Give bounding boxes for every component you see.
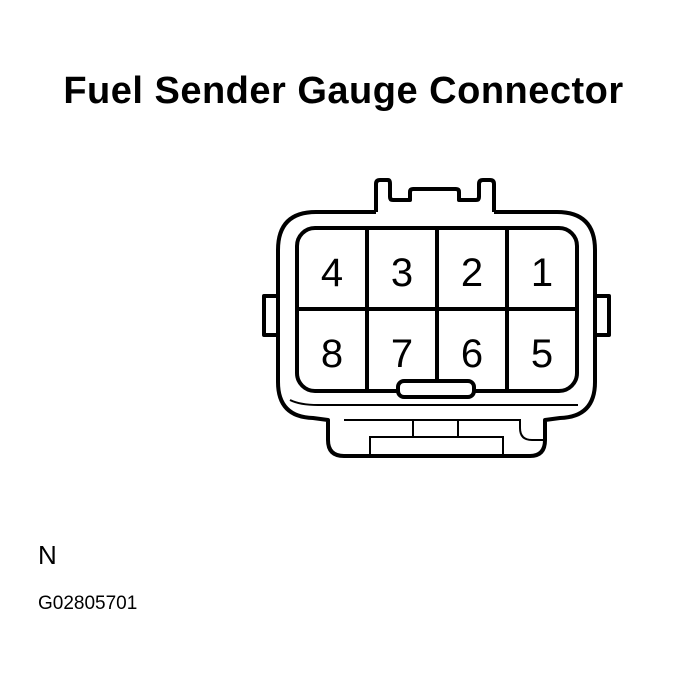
pin-label: 3: [391, 251, 413, 295]
polarity-key: [396, 379, 476, 399]
right-side-latch: [595, 294, 611, 337]
pin-label: 2: [461, 251, 483, 295]
pin-label: 1: [531, 251, 553, 295]
pin-label: 8: [321, 332, 343, 376]
left-side-latch: [262, 294, 278, 337]
pin-label: 6: [461, 332, 483, 376]
pin-label: 4: [321, 251, 343, 295]
pin-label: 7: [391, 332, 413, 376]
locking-tab: [374, 178, 496, 212]
pin-label: 5: [531, 332, 553, 376]
figure-code: G02805701: [38, 593, 138, 614]
lock-slot: [369, 436, 504, 457]
view-letter: N: [38, 540, 57, 570]
diagram-title: Fuel Sender Gauge Connector: [63, 70, 624, 112]
